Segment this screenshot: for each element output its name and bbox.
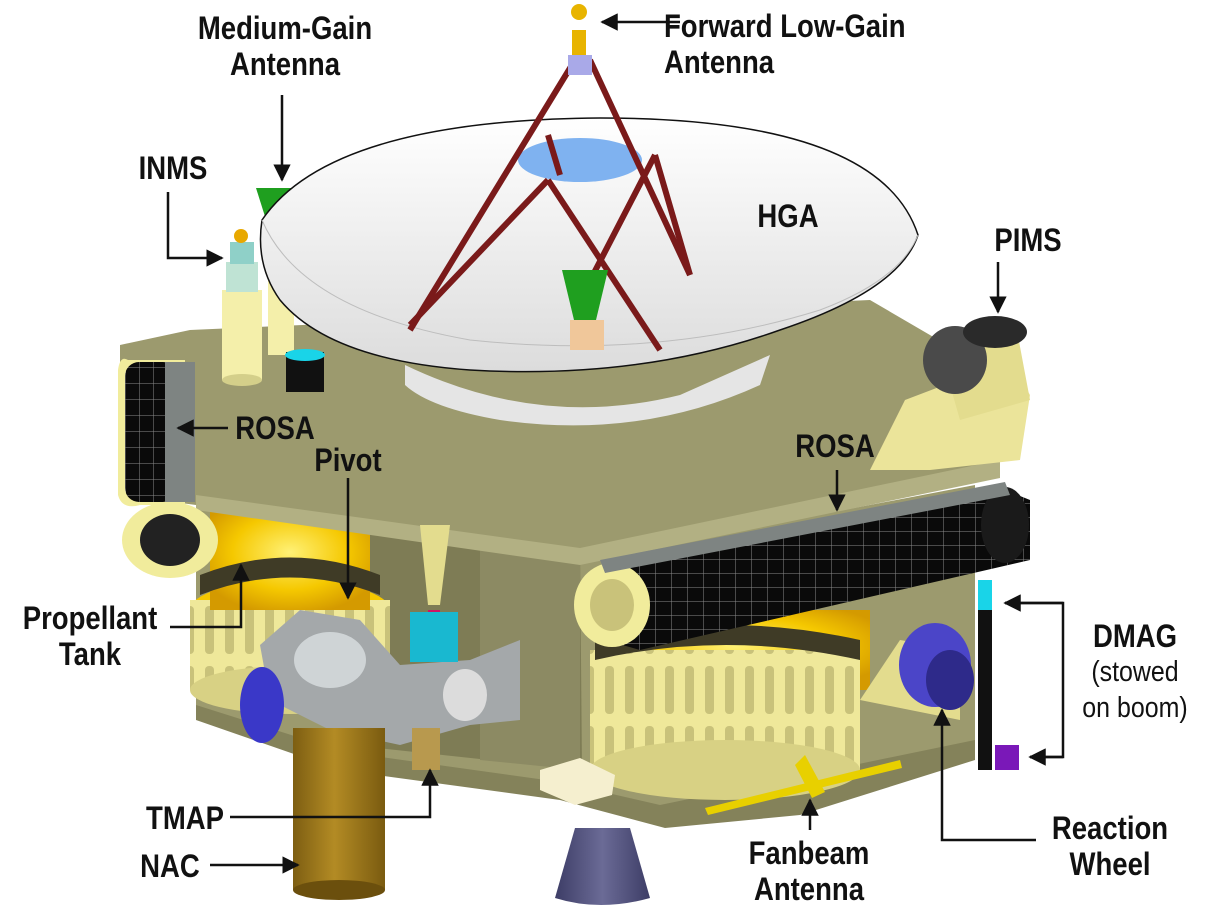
propellant-tank-right (590, 610, 870, 800)
label-pims: PIMS (994, 222, 1062, 258)
label-propellant-tank: Propellant Tank (22, 600, 158, 672)
label-tmap: TMAP (146, 800, 224, 836)
rosa-left-array (118, 358, 218, 578)
nac-instrument (293, 728, 385, 890)
label-forward-low-gain-antenna: Forward Low-Gain Antenna (664, 8, 906, 80)
label-dmag: DMAG (stowed on boom) (1082, 618, 1188, 724)
camera-assembly (240, 610, 520, 900)
label-reaction-wheel: Reaction Wheel (1051, 810, 1169, 882)
thruster-nozzle (555, 828, 650, 905)
label-pivot: Pivot (314, 442, 382, 478)
label-inms: INMS (138, 150, 208, 186)
top-deck-edge (196, 460, 1000, 565)
reaction-wheel (860, 623, 974, 720)
callout-arrows (166, 13, 1065, 874)
tmap-instrument (412, 728, 440, 770)
forward-lga (568, 4, 592, 75)
label-hga: HGA (757, 198, 819, 234)
rosa-right-array (574, 482, 1030, 650)
label-rosa-right: ROSA (795, 428, 875, 464)
label-rosa-left: ROSA (235, 410, 315, 446)
pims-instrument (870, 316, 1030, 470)
hga-feed-horn (562, 270, 608, 320)
dmag-boom (978, 580, 1019, 770)
hga-dish (259, 4, 919, 426)
fanbeam-antenna (705, 755, 902, 815)
inms-instrument (222, 229, 262, 386)
label-medium-gain-antenna: Medium-Gain Antenna (197, 10, 373, 82)
instrument-box (540, 758, 615, 805)
top-deck (120, 300, 1000, 560)
label-nac: NAC (140, 848, 200, 884)
label-fanbeam-antenna: Fanbeam Antenna (748, 835, 870, 907)
